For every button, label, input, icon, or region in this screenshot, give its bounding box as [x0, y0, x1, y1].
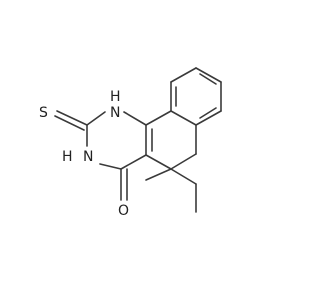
- ethyl-bond: [170, 168, 197, 185]
- atom-oxygen: O: [118, 203, 129, 219]
- molecule-canvas: N H H N S O: [39, 67, 222, 219]
- bond: [145, 154, 172, 170]
- atom-n-top: N: [110, 105, 120, 121]
- bond: [99, 163, 122, 170]
- methyl-bond: [145, 168, 172, 181]
- bond: [195, 67, 222, 83]
- bond: [170, 110, 197, 126]
- bond: [123, 111, 147, 126]
- double-bond: [56, 110, 88, 126]
- double-bond-inner: [199, 73, 217, 85]
- bond: [170, 67, 197, 83]
- bond: [145, 110, 172, 126]
- atom-h-left: H: [62, 149, 73, 165]
- atom-sulfur: S: [39, 105, 48, 121]
- double-bond: [54, 115, 85, 131]
- atom-h-top: H: [110, 89, 121, 105]
- double-bond-inner: [199, 107, 217, 119]
- bond: [86, 111, 106, 126]
- bond: [120, 154, 147, 170]
- structure-diagram: N H H N S O: [39, 67, 222, 219]
- bond: [170, 153, 197, 170]
- bond: [195, 110, 222, 126]
- atom-n-left: N: [83, 149, 93, 165]
